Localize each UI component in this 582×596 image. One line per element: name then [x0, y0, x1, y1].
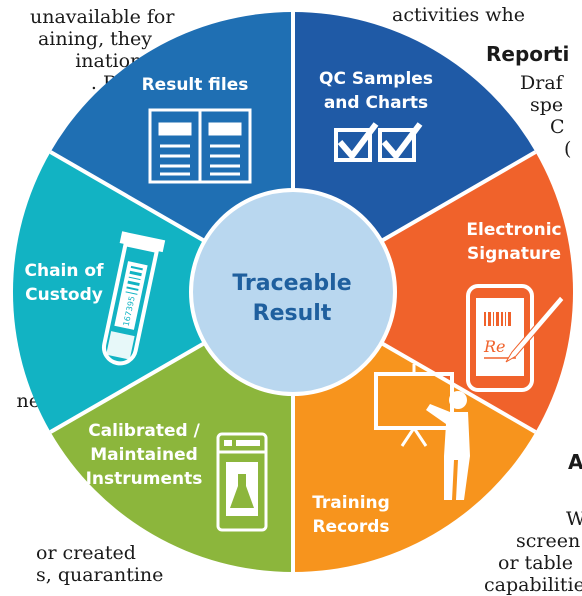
bg-line: or table — [498, 552, 574, 574]
center-title-line2: Result — [253, 301, 332, 326]
center-circle — [189, 188, 397, 396]
label-training-records-1: Training — [312, 493, 390, 513]
label-calibrated-3: Instruments — [86, 469, 203, 489]
segment-chain-of-custody — [12, 152, 293, 432]
presenter-icon — [374, 364, 470, 500]
checkbox-icon — [334, 122, 423, 162]
bg-text-top-right: activities whe — [392, 4, 525, 26]
right-heading: A — [568, 450, 582, 474]
label-result-files: Result files — [142, 75, 249, 95]
label-training-records-2: Records — [312, 517, 389, 537]
bg-text-bottom-left: or created s, quarantine — [36, 542, 163, 586]
label-electronic-signature-2: Signature — [467, 244, 561, 264]
document-icon — [148, 108, 252, 184]
test-tube-icon: 167395 — [101, 231, 166, 366]
center-title-line1: Traceable — [232, 271, 351, 296]
reporting-heading: Reporti — [486, 42, 570, 66]
label-electronic-signature-1: Electronic — [466, 220, 561, 240]
signature-phone-icon: Re — [466, 284, 565, 392]
bg-line: aining, they — [37, 28, 152, 50]
instrument-icon — [216, 432, 268, 532]
bg-line: unavailable for — [30, 6, 175, 28]
label-chain-of-custody-1: Chain of — [25, 261, 105, 281]
label-calibrated-1: Calibrated / — [88, 421, 200, 441]
bg-line: screen — [516, 530, 581, 552]
label-calibrated-2: Maintained — [90, 445, 198, 465]
label-qc-samples-1: QC Samples — [319, 69, 433, 89]
bg-line: Wit — [566, 508, 582, 530]
bg-text-right: Draf spe C ( — [520, 72, 571, 160]
signature-text: Re — [483, 337, 506, 356]
bg-line: spe — [530, 94, 564, 116]
bg-line: or created — [36, 542, 136, 564]
bg-line: s, quarantine — [36, 564, 164, 586]
bg-line: C — [550, 116, 565, 138]
bg-line: ( — [564, 138, 572, 160]
label-qc-samples-2: and Charts — [324, 93, 428, 113]
bg-line: Draf — [520, 72, 563, 94]
label-chain-of-custody-2: Custody — [25, 285, 103, 305]
